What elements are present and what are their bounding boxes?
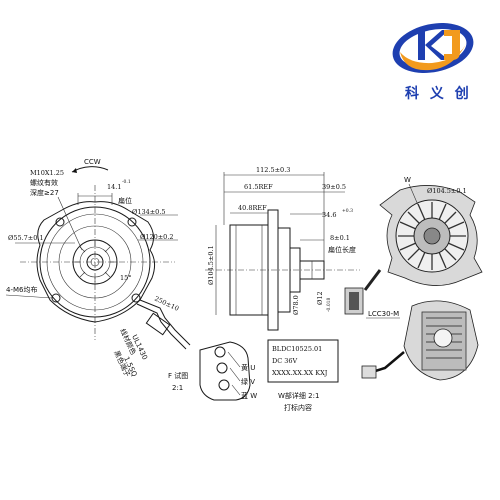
nameplate-line-3: XXXX.XX.XX KXJ bbox=[272, 369, 328, 377]
connector-detail: 黄 U 绿 V 蓝 W bbox=[199, 341, 257, 401]
dim-8: 8±0.1 bbox=[330, 234, 350, 242]
rotation-label: CCW bbox=[84, 158, 101, 166]
wire-label-w: 蓝 W bbox=[241, 391, 257, 400]
brand-text: 科 义 创 bbox=[405, 85, 472, 102]
mount-hole bbox=[127, 217, 137, 227]
svg-text:螺纹有效: 螺纹有效 bbox=[30, 178, 58, 187]
rear-view: W Ø104.5±0.1 LCC30-M bbox=[344, 176, 483, 319]
lead-length: 250±10 bbox=[153, 295, 180, 313]
wire-label-v: 绿 V bbox=[241, 377, 255, 386]
flat-length-label: 扁位长度 bbox=[328, 245, 356, 254]
dim-overall: 112.5±0.3 bbox=[256, 166, 290, 174]
dia-55: Ø55.7±0.1 bbox=[8, 234, 44, 242]
flat-label: 扁位 bbox=[118, 196, 132, 205]
mount-hole bbox=[131, 293, 141, 303]
stator-outer bbox=[39, 206, 151, 318]
dia-78: Ø78.0 bbox=[292, 295, 300, 315]
front-view: CCW 14.1 -0.1 扁位 M10X1.25 螺纹 bbox=[5, 158, 191, 392]
holes-label: 4-M6均布 bbox=[6, 285, 37, 294]
dim-61: 61.5REF bbox=[244, 183, 273, 191]
mount-hole bbox=[55, 217, 65, 227]
dia-104-rear: Ø104.5±0.1 bbox=[427, 187, 467, 195]
svg-text:-0.1: -0.1 bbox=[122, 179, 131, 185]
pin-u bbox=[214, 346, 226, 358]
nameplate-line-1: BLDC10525.01 bbox=[272, 345, 322, 353]
nameplate bbox=[267, 339, 339, 383]
svg-text:+0.3: +0.3 bbox=[342, 208, 353, 214]
dim-14: 14.1 bbox=[107, 183, 121, 191]
pin-w bbox=[218, 379, 230, 391]
pin-v bbox=[216, 362, 228, 374]
dim-34: 34.6 bbox=[322, 211, 336, 219]
thread-label: M10X1.25 bbox=[30, 169, 64, 177]
side-view: 112.5±0.3 61.5REF 39±0.5 40.8REF 34.6 +0… bbox=[205, 166, 360, 412]
dia-104-vert: Ø104.5±0.1 bbox=[207, 245, 215, 285]
nameplate-note-2: 打标内容 bbox=[284, 403, 312, 412]
angle-label: 15° bbox=[120, 274, 132, 282]
lead-connector bbox=[145, 312, 171, 336]
motor-side-photo bbox=[361, 300, 479, 381]
connector-label: LCC30-M bbox=[368, 310, 399, 318]
nameplate-note-1: W部详细 2:1 bbox=[278, 391, 319, 400]
detail-label: F 试图 bbox=[168, 371, 188, 380]
ccw-arrow bbox=[71, 166, 109, 173]
company-logo: 科 义 创 bbox=[392, 23, 474, 102]
dim-39: 39±0.5 bbox=[322, 183, 346, 191]
dia-120: Ø120±0.2 bbox=[140, 233, 174, 241]
dim-40: 40.8REF bbox=[238, 204, 267, 212]
wire-label-u: 黄 U bbox=[241, 363, 255, 372]
svg-text:2:1: 2:1 bbox=[172, 384, 183, 392]
nameplate-line-2: DC 36V bbox=[272, 357, 298, 365]
dia-12: Ø12 bbox=[316, 291, 324, 305]
svg-text:-0.018: -0.018 bbox=[326, 297, 332, 312]
w-mark: W bbox=[404, 176, 411, 184]
dia-134: Ø134±0.5 bbox=[132, 208, 166, 216]
svg-text:深度≥27: 深度≥27 bbox=[30, 188, 59, 197]
